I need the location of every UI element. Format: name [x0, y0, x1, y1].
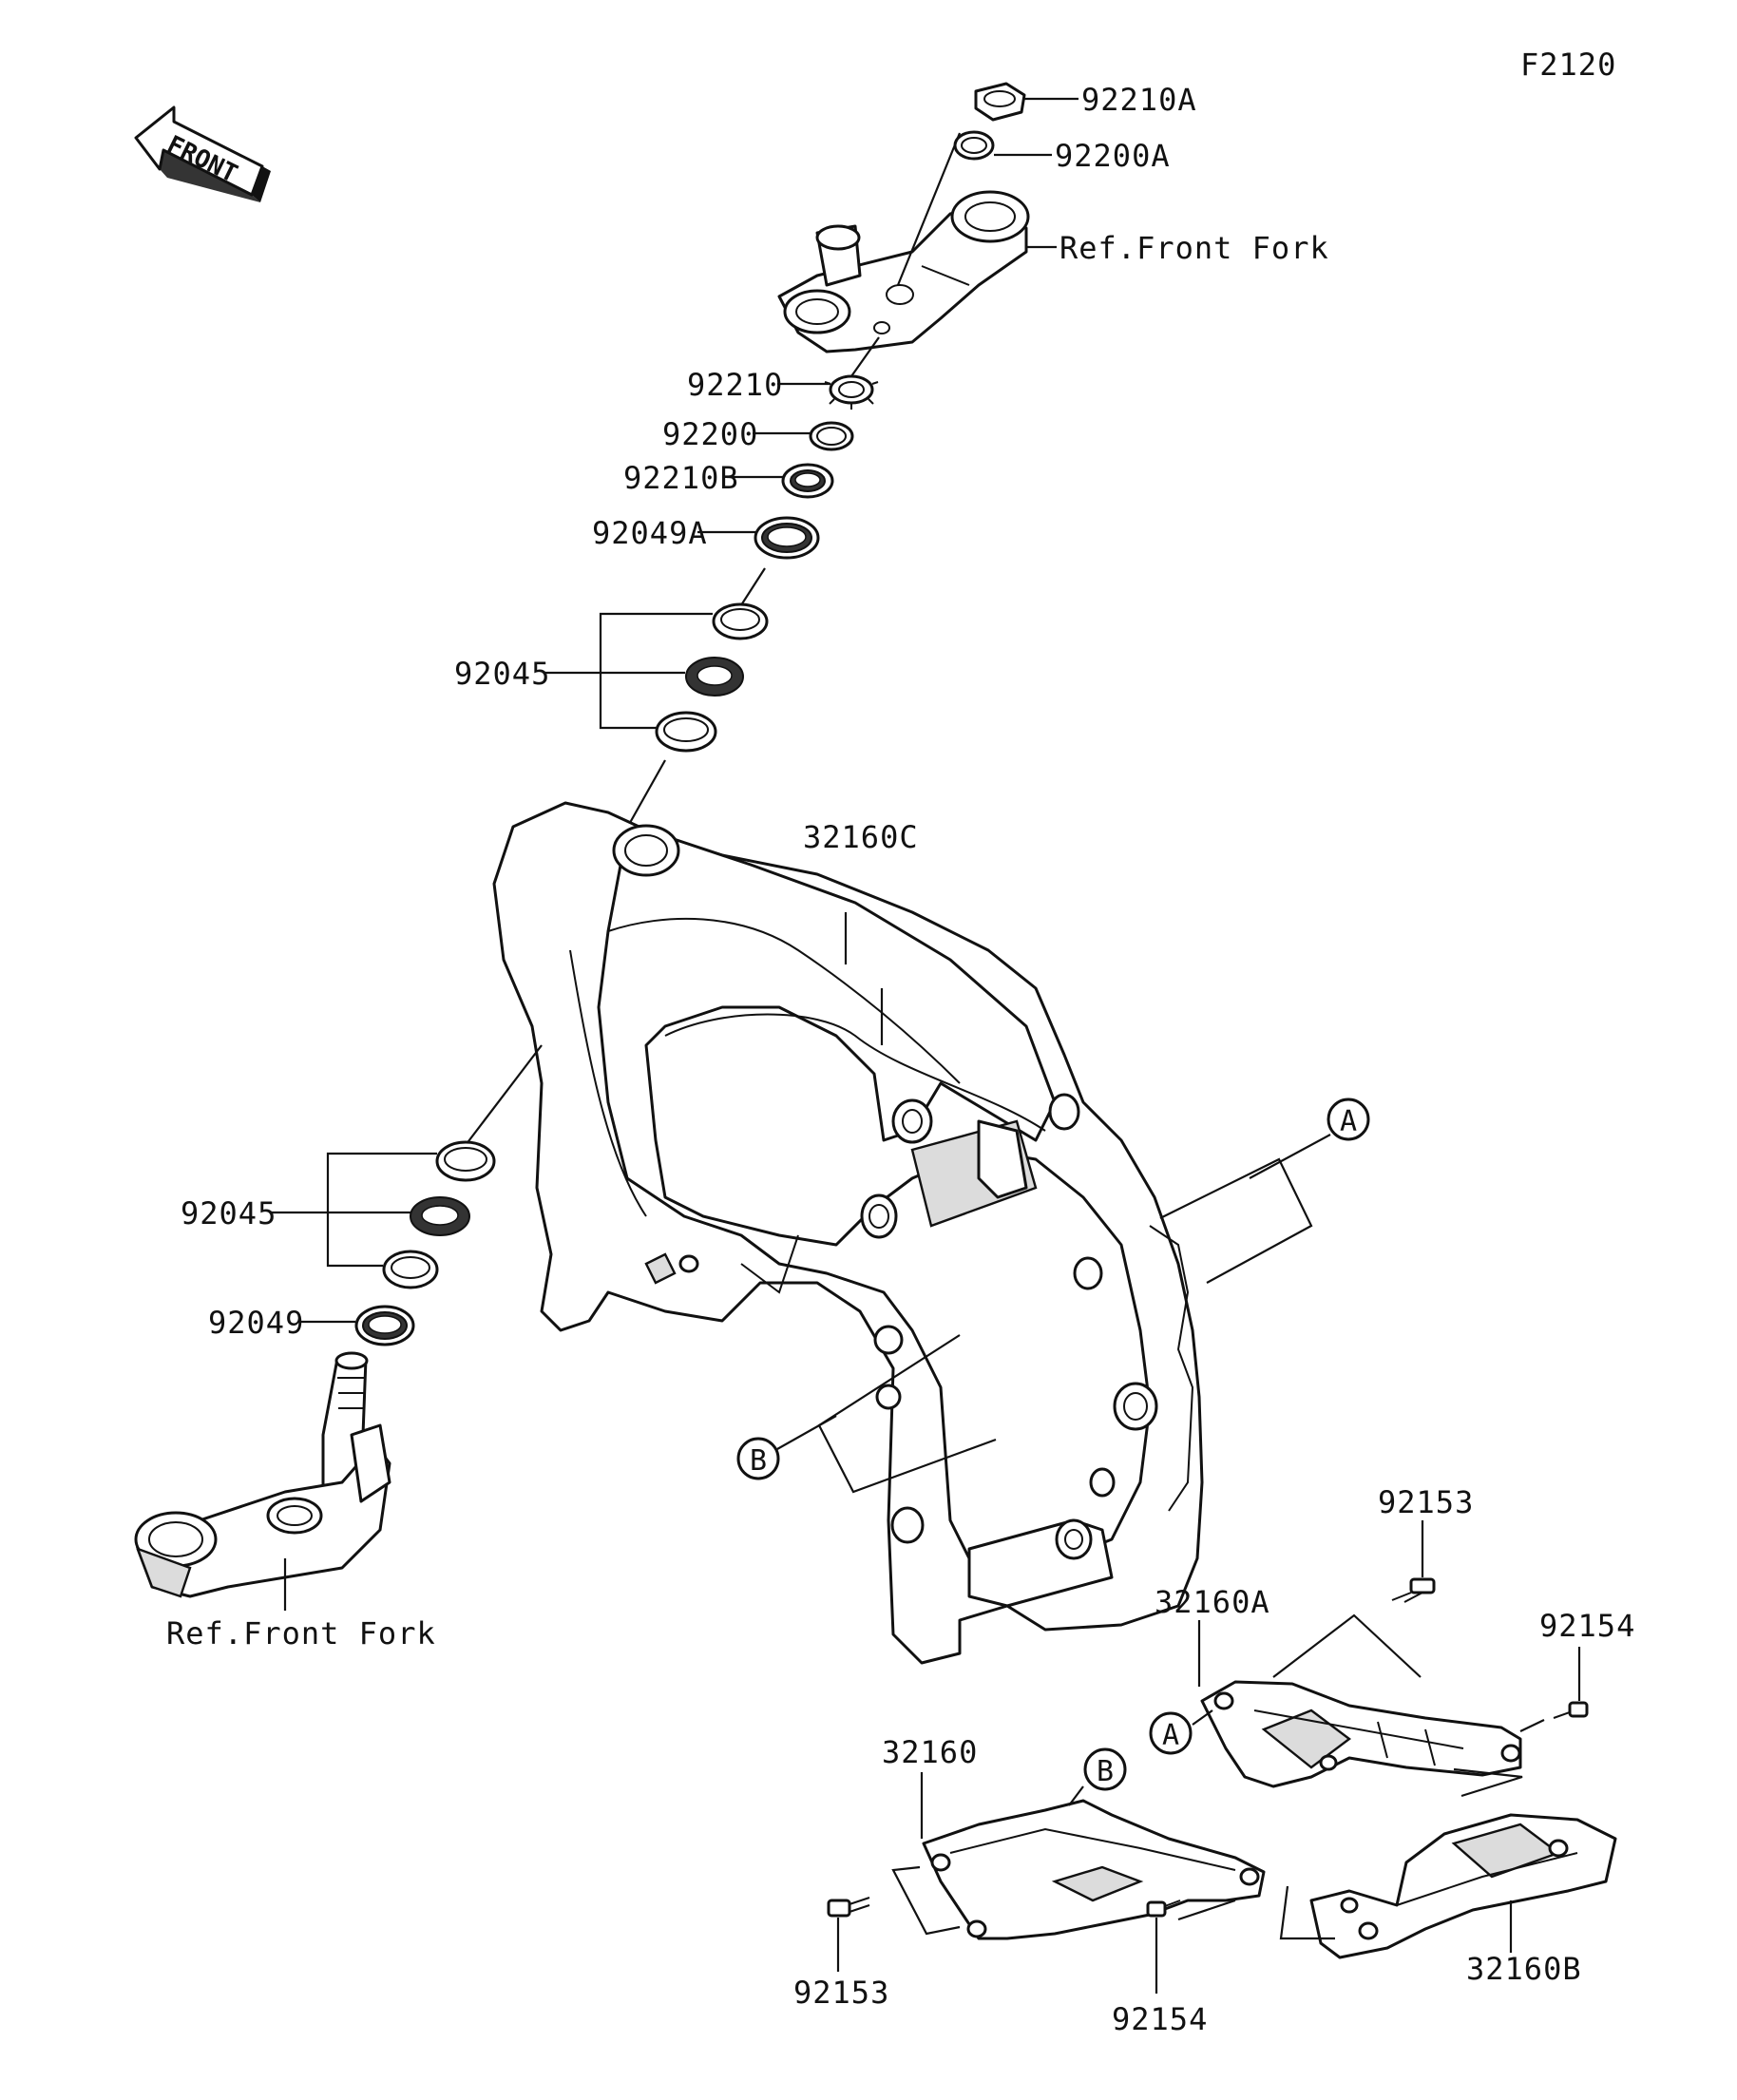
- bolt-92153-top-icon: [1391, 1577, 1436, 1603]
- label-92153-top: 92153: [1378, 1484, 1474, 1520]
- bearing-lower-balls-icon: [410, 1196, 470, 1236]
- callout-a-frame: A: [1327, 1098, 1370, 1141]
- svg-text:A: A: [1340, 1105, 1357, 1138]
- frame-32160c-icon: [492, 801, 1204, 1665]
- label-92153-bottom: 92153: [793, 1975, 889, 2011]
- lockwasher-92200-icon: [809, 421, 854, 451]
- bearing-upper-cup-icon: [655, 711, 717, 753]
- bolt-92154-bottom-icon: [1146, 1900, 1181, 1918]
- bolt-92154-right-icon: [1553, 1701, 1589, 1719]
- svg-text:B: B: [750, 1444, 767, 1478]
- bearing-lower-race-icon: [435, 1140, 496, 1182]
- steering-stem-icon: [134, 1351, 391, 1598]
- label-32160a: 32160A: [1155, 1584, 1270, 1620]
- bolt-92153-bottom-icon: [827, 1897, 870, 1918]
- label-92049: 92049: [208, 1305, 304, 1341]
- callout-b-bracket: B: [1083, 1747, 1127, 1791]
- washer-92200a-icon: [953, 130, 995, 161]
- label-32160c: 32160C: [803, 819, 919, 855]
- label-92045-lower: 92045: [181, 1195, 277, 1231]
- svg-text:A: A: [1162, 1719, 1179, 1752]
- callout-b-frame: B: [736, 1437, 780, 1480]
- label-32160: 32160: [882, 1734, 978, 1770]
- label-upper-bracket-ref: Ref.Front Fork: [1059, 230, 1329, 266]
- bearing-lower-cup-icon: [382, 1250, 439, 1289]
- label-stem-ref: Ref.Front Fork: [166, 1615, 436, 1651]
- label-92200: 92200: [662, 416, 758, 452]
- bracket-32160b-icon: [1309, 1813, 1617, 1959]
- locknut-92210-icon: [824, 374, 879, 410]
- bearing-upper-race-icon: [712, 602, 769, 640]
- label-92210b: 92210B: [623, 460, 739, 496]
- seal-92049-icon: [354, 1305, 415, 1346]
- nut-92210a-icon: [974, 82, 1026, 122]
- label-92210a: 92210A: [1081, 82, 1197, 118]
- bearing-upper-balls-icon: [685, 657, 744, 697]
- callout-a-bracket: A: [1149, 1711, 1193, 1755]
- label-92154-bottom: 92154: [1112, 2001, 1208, 2037]
- label-92045-upper: 92045: [454, 656, 550, 692]
- front-arrow-icon: FRONT: [134, 105, 271, 202]
- label-92200a: 92200A: [1055, 138, 1171, 174]
- label-32160b: 32160B: [1466, 1951, 1582, 1987]
- label-92210: 92210: [687, 367, 783, 403]
- figure-code: F2120: [1520, 47, 1616, 83]
- nut-92210b-icon: [781, 463, 834, 499]
- svg-text:B: B: [1097, 1755, 1114, 1788]
- upper-bracket-icon: [777, 190, 1030, 353]
- seal-92049a-icon: [754, 516, 820, 560]
- bracket-32160-icon: [922, 1799, 1266, 1940]
- label-92049a: 92049A: [592, 515, 708, 551]
- bracket-32160a-icon: [1200, 1680, 1522, 1788]
- label-92154-right: 92154: [1539, 1608, 1635, 1644]
